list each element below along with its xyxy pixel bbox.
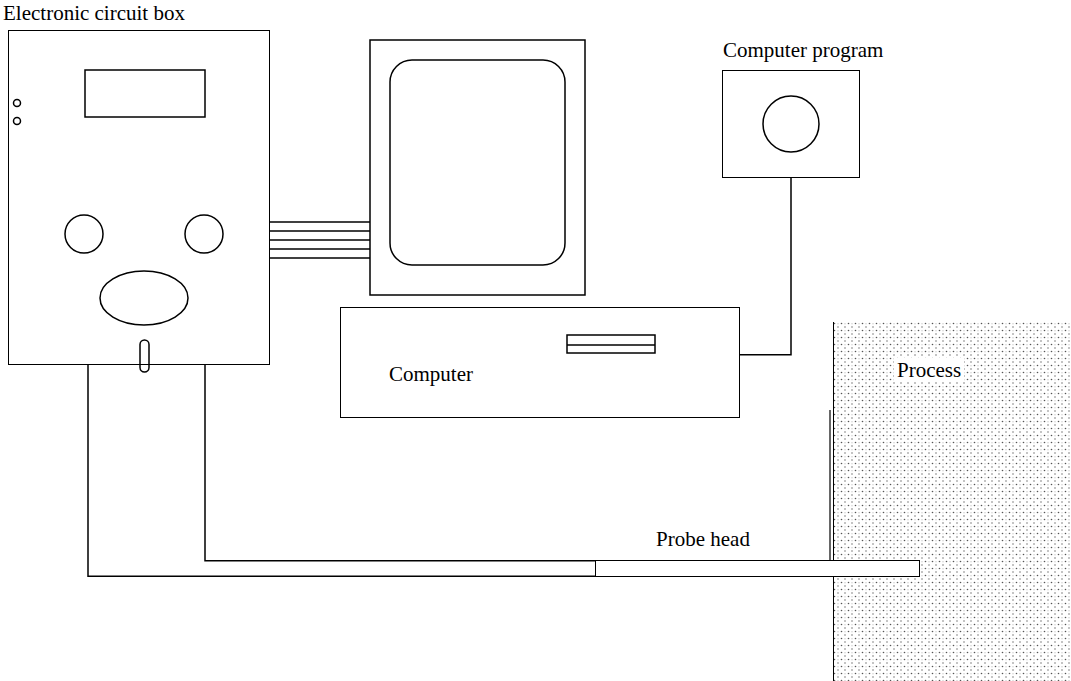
node-label: Process bbox=[894, 358, 964, 382]
node-label: Probe head bbox=[656, 527, 750, 551]
computer-case: Computer bbox=[340, 307, 740, 418]
probe-mount bbox=[829, 410, 830, 560]
node-label: Electronic circuit box bbox=[3, 1, 185, 25]
cable-wire bbox=[270, 248, 370, 250]
process-texture bbox=[834, 322, 1071, 681]
display-window bbox=[85, 70, 205, 117]
node-label: Computer bbox=[389, 362, 473, 386]
connecting-wire bbox=[88, 365, 595, 576]
program-box: Computer program bbox=[722, 70, 860, 178]
connecting-wire bbox=[205, 365, 595, 561]
cable-wire bbox=[270, 221, 370, 223]
cable-wire bbox=[270, 239, 370, 241]
control-knob bbox=[65, 215, 103, 253]
oval-button bbox=[100, 271, 188, 325]
circuit-box-panel bbox=[14, 70, 224, 372]
slot-switch bbox=[140, 340, 149, 372]
process-region: Process bbox=[833, 322, 1071, 681]
drive-slot bbox=[567, 335, 655, 353]
circuit-box: Electronic circuit box bbox=[8, 30, 270, 365]
disk-drive bbox=[567, 335, 655, 353]
indicator-led bbox=[14, 118, 21, 125]
control-knob bbox=[185, 215, 223, 253]
drive-slot-line bbox=[567, 344, 655, 346]
connecting-wire bbox=[740, 178, 791, 355]
monitor bbox=[370, 40, 585, 295]
disk-symbol bbox=[763, 96, 819, 152]
monitor-screen bbox=[390, 60, 565, 265]
indicator-led bbox=[14, 100, 21, 107]
ribbon-cable bbox=[270, 222, 370, 258]
node-label: Computer program bbox=[723, 38, 883, 62]
probe-head: Probe head bbox=[595, 560, 920, 577]
cable-wire bbox=[270, 230, 370, 232]
monitor-housing bbox=[370, 40, 585, 295]
cable-wire bbox=[270, 257, 370, 259]
